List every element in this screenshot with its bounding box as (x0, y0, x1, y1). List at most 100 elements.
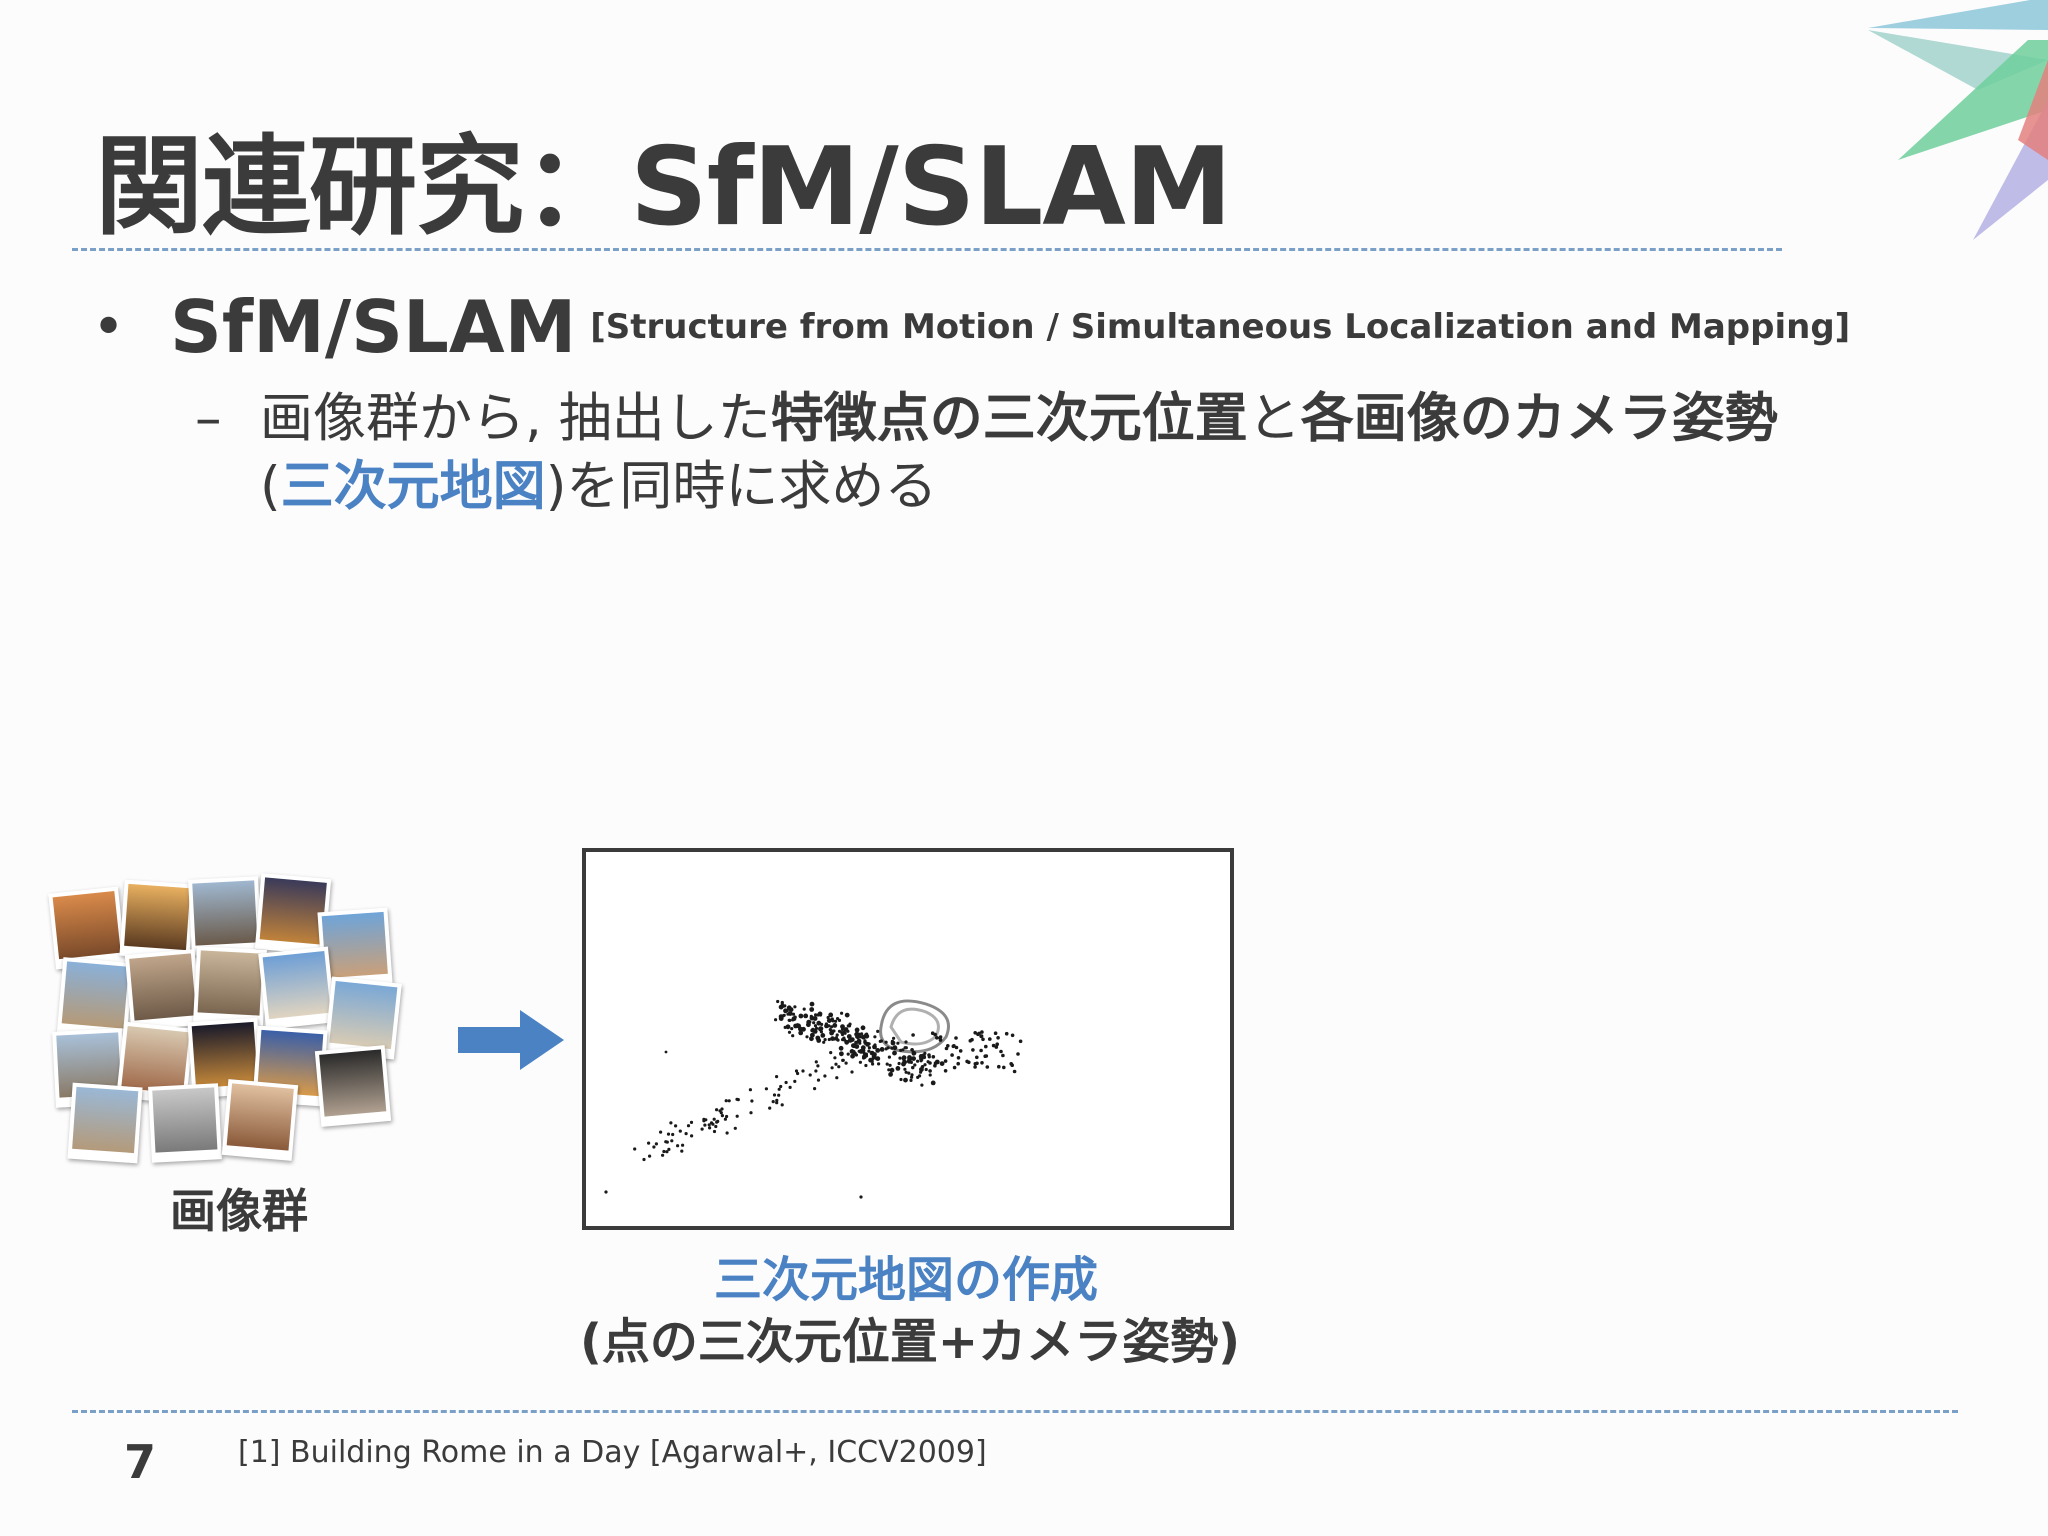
point-cloud-point (802, 1007, 806, 1011)
point-cloud-point (674, 1124, 678, 1128)
point-cloud-point (860, 1045, 866, 1051)
point-cloud-point (777, 1087, 781, 1091)
point-cloud-point (971, 1048, 975, 1052)
point-cloud-point (860, 1032, 864, 1036)
point-cloud-point (884, 1047, 888, 1051)
point-cloud-point (906, 1058, 912, 1064)
point-cloud-point (748, 1088, 752, 1092)
point-cloud-point (652, 1145, 656, 1149)
point-cloud-point (993, 1031, 998, 1035)
sub-text-blue: 三次元地図 (280, 456, 546, 517)
point-cloud-point (822, 1040, 826, 1044)
point-cloud-point (720, 1107, 724, 1111)
right-arrow-icon (458, 1010, 564, 1070)
point-cloud-point (819, 1028, 823, 1032)
point-cloud-point (944, 1046, 949, 1051)
photo-thumbnail (221, 1079, 299, 1161)
point-cloud-point (714, 1124, 718, 1129)
point-cloud-point (1001, 1053, 1005, 1058)
photo-collage (48, 870, 450, 1164)
dash-marker: – (195, 388, 222, 449)
point-cloud-point (890, 1039, 894, 1043)
point-cloud-point (823, 1074, 827, 1078)
point-cloud-point (780, 1103, 784, 1107)
point-cloud-point (988, 1037, 992, 1041)
point-cloud-point (870, 1059, 874, 1063)
point-cloud-point (836, 1038, 840, 1042)
point-cloud-point (935, 1036, 939, 1040)
point-cloud-point (904, 1046, 908, 1050)
point-cloud-point (775, 1075, 779, 1079)
point-cloud-point (907, 1071, 911, 1075)
photo-thumbnail (48, 886, 126, 970)
point-cloud-point (827, 1037, 831, 1042)
point-cloud-point (952, 1065, 957, 1070)
point-cloud-point (783, 1008, 788, 1014)
point-cloud-point (834, 1036, 838, 1040)
reference-citation: [1] Building Rome in a Day [Agarwal+, IC… (238, 1435, 987, 1470)
top-dashed-divider (72, 248, 1782, 251)
point-cloud-point (933, 1061, 938, 1065)
point-cloud-point (715, 1108, 719, 1112)
point-cloud-point (867, 1049, 871, 1053)
point-cloud-point (903, 1067, 907, 1071)
point-cloud-point (861, 1034, 866, 1040)
point-cloud-point (903, 1077, 908, 1083)
point-cloud-point (764, 1087, 768, 1091)
point-cloud-point (709, 1121, 714, 1125)
sub-text-bold-1: 特徴点の三次元位置 (770, 388, 1248, 449)
point-cloud-point (865, 1041, 870, 1047)
point-cloud-point (689, 1120, 694, 1124)
point-cloud-point (911, 1056, 916, 1061)
point-cloud-point (836, 1017, 840, 1021)
point-cloud-point (829, 1051, 833, 1055)
point-cloud-point (830, 1025, 834, 1029)
point-cloud-point (999, 1049, 1003, 1054)
point-cloud-point (994, 1045, 999, 1049)
point-cloud-point (820, 1022, 824, 1026)
point-cloud-point (712, 1129, 717, 1134)
point-cloud-point (791, 1012, 796, 1016)
point-cloud-point (834, 1019, 838, 1023)
point-cloud-point (604, 1190, 608, 1194)
bullet-expansion: [Structure from Motion / Simultaneous Lo… (590, 307, 1851, 347)
point-cloud-point (735, 1097, 739, 1101)
point-cloud-point (943, 1069, 948, 1073)
point-cloud-point (911, 1033, 915, 1037)
paren-open: ( (260, 456, 281, 517)
point-cloud-point (840, 1011, 844, 1015)
point-cloud-point (888, 1072, 893, 1077)
point-cloud-point (816, 1020, 822, 1026)
point-cloud-point (958, 1049, 963, 1053)
point-cloud-point (919, 1070, 923, 1074)
point-cloud-point (772, 1093, 777, 1097)
bullet-dot: • (92, 294, 126, 360)
point-cloud-point (791, 1018, 795, 1022)
point-cloud-point (814, 1060, 818, 1064)
point-cloud-point (810, 1027, 816, 1033)
point-cloud-point (778, 1004, 784, 1010)
photo-thumbnail (193, 946, 267, 1026)
point-cloud-point (847, 1038, 853, 1043)
point-cloud-point (676, 1144, 680, 1148)
point-cloud-point (785, 1024, 791, 1030)
point-cloud-point (938, 1038, 943, 1042)
point-cloud-point (956, 1056, 961, 1060)
point-cloud-point (842, 1030, 846, 1034)
point-cloud-point (824, 1022, 828, 1026)
point-cloud-point (976, 1032, 980, 1037)
point-cloud-point (787, 1030, 792, 1034)
point-cloud-point (735, 1114, 739, 1118)
point-cloud-point (943, 1059, 948, 1063)
point-cloud-point (869, 1050, 875, 1056)
point-cloud-point (975, 1055, 979, 1060)
point-cloud-point (873, 1035, 877, 1039)
point-cloud-point (913, 1063, 917, 1067)
point-cloud-point (931, 1055, 936, 1059)
point-cloud-point (844, 1012, 850, 1018)
point-cloud-point (997, 1064, 1001, 1069)
point-cloud-point (835, 1076, 839, 1080)
page-number: 7 (124, 1435, 157, 1489)
point-cloud-point (844, 1061, 848, 1065)
point-cloud-point (648, 1154, 652, 1158)
